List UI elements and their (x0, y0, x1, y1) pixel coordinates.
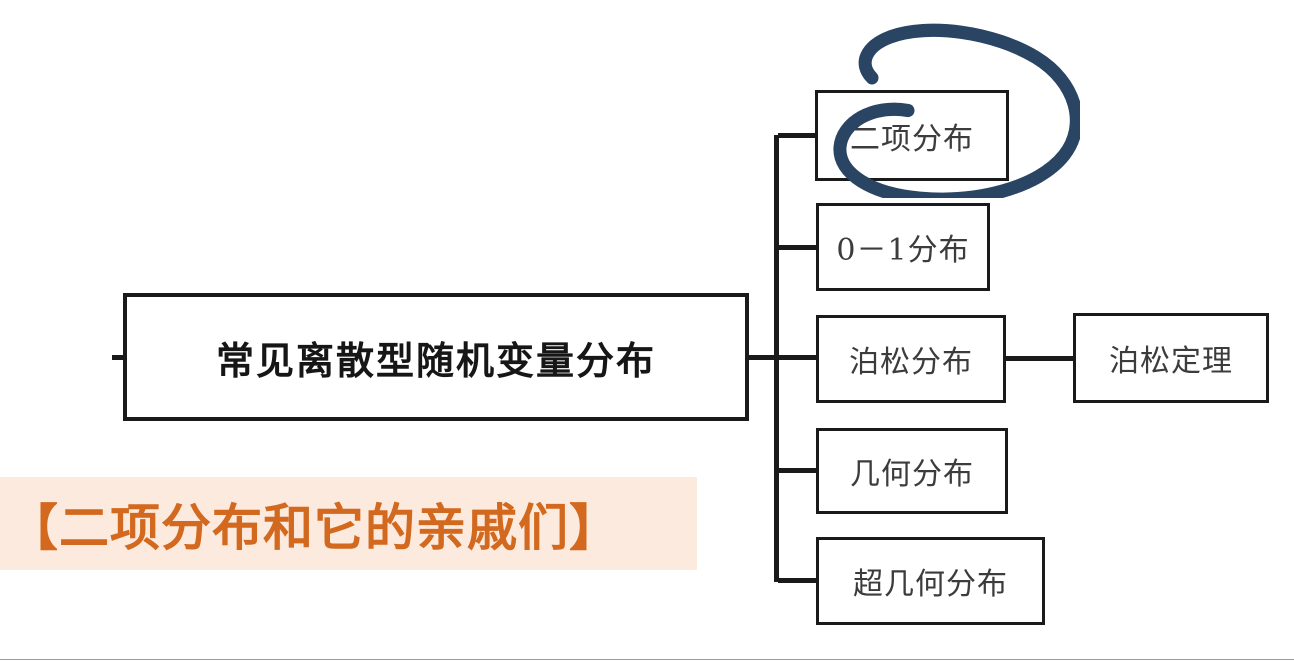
node-poisson-distribution[interactable]: 泊松分布 (816, 315, 1006, 403)
caption-text: 【二项分布和它的亲戚们】 (8, 498, 620, 557)
node-poisson-theorem-label: 泊松定理 (1109, 344, 1233, 379)
node-geometric-distribution[interactable]: 几何分布 (816, 428, 1008, 514)
node-hypergeometric-distribution[interactable]: 超几何分布 (816, 537, 1045, 625)
caption-banner: 【二项分布和它的亲戚们】 (0, 477, 697, 570)
connector-root-to-trunk (749, 355, 779, 360)
node-binomial-label: 二项分布 (850, 121, 974, 157)
connector-stub-bernoulli (778, 245, 818, 250)
node-binomial-distribution[interactable]: 二项分布 (815, 90, 1009, 181)
node-bernoulli-distribution[interactable]: 0－1分布 (816, 203, 990, 291)
node-bernoulli-label: 0－1分布 (836, 233, 970, 268)
node-root-label: 常见离散型随机变量分布 (215, 337, 656, 383)
node-poisson-label: 泊松分布 (849, 345, 973, 380)
connector-stub-binomial (778, 133, 818, 138)
connector-stub-geometric (778, 468, 818, 473)
connector-stub-hypergeo (778, 578, 818, 583)
slide-bottom-divider (0, 659, 1294, 660)
connector-stub-poisson (778, 355, 818, 360)
node-hypergeometric-label: 超几何分布 (853, 567, 1008, 602)
node-geometric-label: 几何分布 (850, 457, 974, 492)
node-poisson-theorem[interactable]: 泊松定理 (1073, 313, 1269, 403)
connector-trunk (774, 135, 779, 582)
connector-poisson-theorem (1004, 356, 1076, 361)
connector-root-tail (112, 355, 125, 360)
node-root-common-discrete-distributions[interactable]: 常见离散型随机变量分布 (123, 293, 749, 421)
